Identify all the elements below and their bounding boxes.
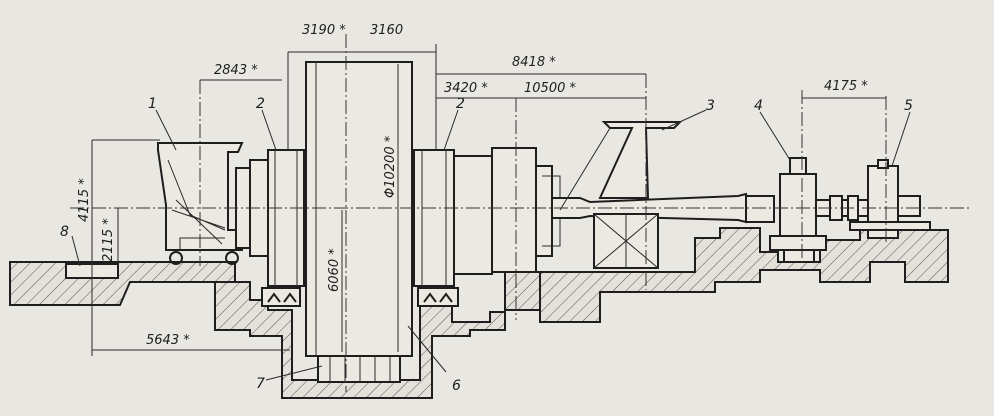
dim-10500: 10500 *: [524, 81, 576, 96]
dim-5643: 5643 *: [146, 333, 190, 348]
callout-5: 5: [904, 98, 913, 114]
dim-3420: 3420 *: [444, 81, 488, 96]
dimension-lines: [71, 44, 911, 381]
callout-6: 6: [452, 378, 461, 394]
bearing-block-left: [261, 287, 301, 307]
dim-2115: 2115 *: [101, 218, 116, 262]
bearing-block-right: [417, 287, 459, 307]
dim-2843: 2843 *: [214, 63, 258, 78]
callout-4: 4: [754, 98, 763, 114]
center-lines: [70, 34, 970, 392]
discharge-chute: [559, 121, 683, 269]
dim-4175: 4175 *: [824, 79, 868, 94]
callout-3: 3: [706, 98, 715, 114]
callout-2-left: 2: [256, 96, 265, 112]
dim-3190: 3190 *: [302, 23, 346, 38]
dimension-labels: 2843 * 3190 * 3160 8418 * 3420 * 10500 *…: [77, 23, 868, 348]
part-callouts: 1 2 2 3 4 5 6 7 8: [60, 96, 913, 394]
dim-6060: 6060 *: [327, 248, 342, 292]
dim-8418: 8418 *: [512, 55, 556, 70]
callout-1: 1: [148, 96, 157, 112]
callout-8: 8: [60, 224, 69, 240]
foundation: [9, 227, 949, 399]
dim-diameter-10200: Φ10200 *: [383, 135, 398, 198]
right-trunnion: [413, 147, 561, 287]
mill-drum: [305, 61, 413, 383]
left-trunnion: [235, 149, 305, 287]
dim-3160: 3160: [370, 23, 403, 38]
callout-7: 7: [256, 376, 265, 392]
callout-2-right: 2: [456, 96, 465, 112]
dim-4115: 4115 *: [77, 178, 92, 222]
electric-motor: [849, 159, 931, 239]
